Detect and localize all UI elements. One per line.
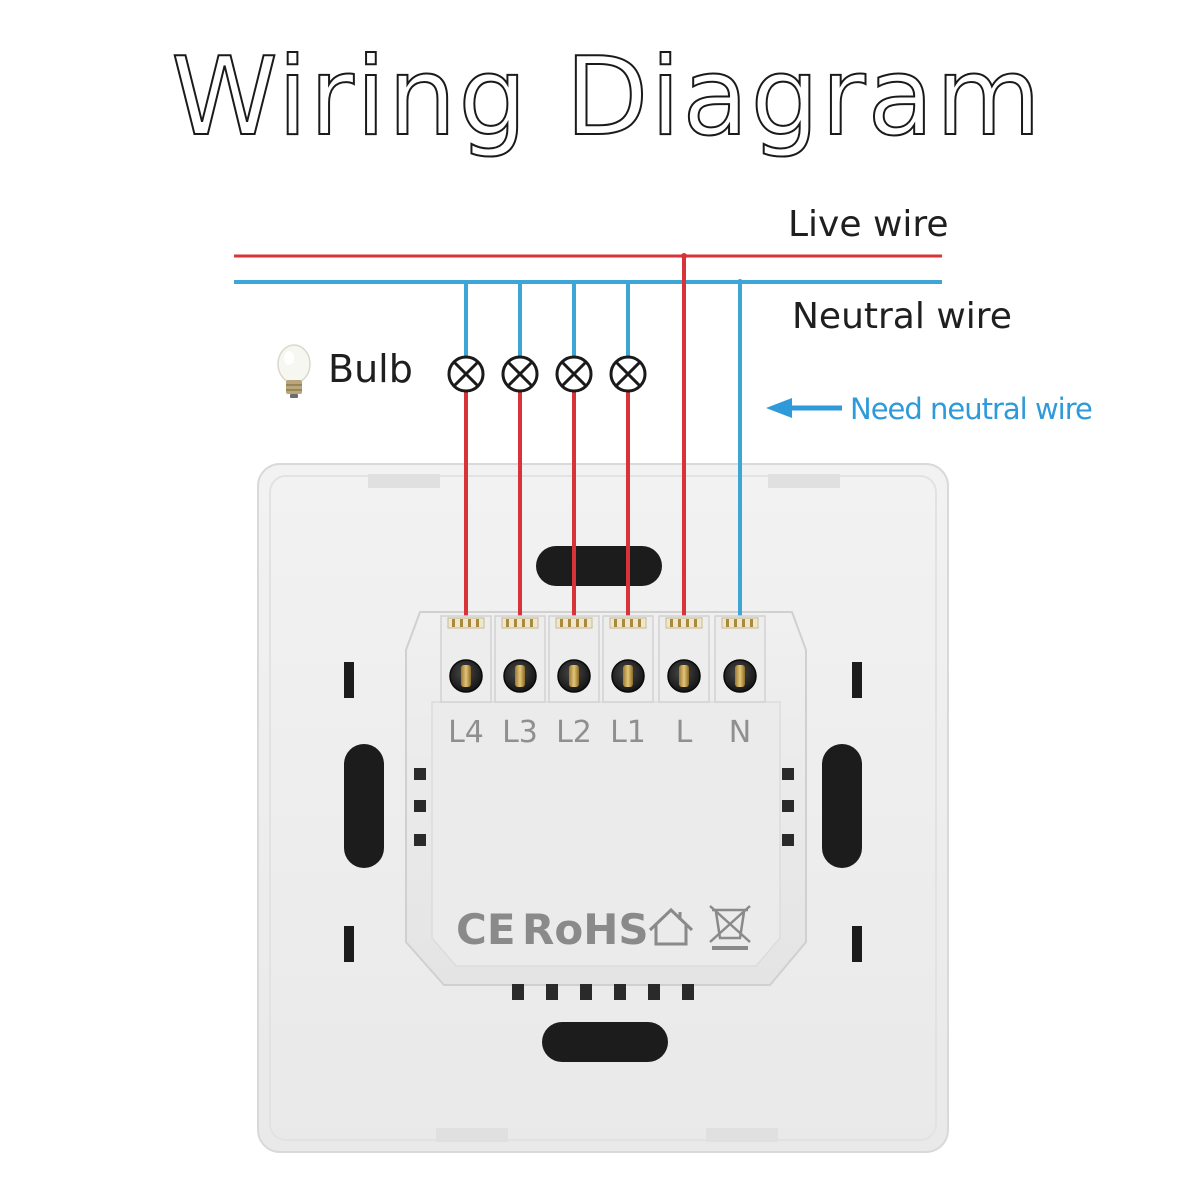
terminal-labels: L4 L3 L2 L1 L N	[448, 715, 751, 750]
need-neutral-wire-note: Need neutral wire	[850, 392, 1092, 426]
bulb-symbol-3	[555, 355, 593, 393]
terminal-l1	[602, 615, 654, 703]
bulb-symbol-2	[501, 355, 539, 393]
terminal-l4	[440, 615, 492, 703]
light-bulb-icon	[277, 344, 311, 398]
terminal-n	[714, 615, 766, 703]
terminal-label-n: N	[729, 715, 751, 750]
live-wire-label: Live wire	[788, 204, 949, 245]
neutral-wire-label: Neutral wire	[792, 296, 1012, 337]
weee-bin-icon	[709, 905, 751, 950]
ce-mark: CE	[456, 905, 516, 954]
terminal-label-l1: L1	[610, 715, 646, 750]
terminal-label-l3: L3	[502, 715, 538, 750]
terminal-l	[658, 615, 710, 703]
rohs-mark: RoHS	[522, 905, 649, 954]
neutral-junction	[737, 279, 743, 285]
terminal-label-l4: L4	[448, 715, 484, 750]
bulb-label: Bulb	[328, 347, 413, 391]
page-title: Wiring Diagram	[171, 35, 1043, 160]
terminal-block	[440, 615, 766, 703]
live-junction	[681, 253, 687, 259]
bulb-symbol-1	[447, 355, 485, 393]
relay-module	[405, 611, 807, 1000]
terminal-label-l2: L2	[556, 715, 592, 750]
bulb-symbol-4	[609, 355, 647, 393]
house-icon	[648, 907, 694, 946]
arrow-left-icon	[766, 398, 842, 418]
terminal-l3	[494, 615, 546, 703]
bulb-symbols	[447, 355, 647, 393]
terminal-l2	[548, 615, 600, 703]
terminal-label-l: L	[676, 715, 693, 750]
